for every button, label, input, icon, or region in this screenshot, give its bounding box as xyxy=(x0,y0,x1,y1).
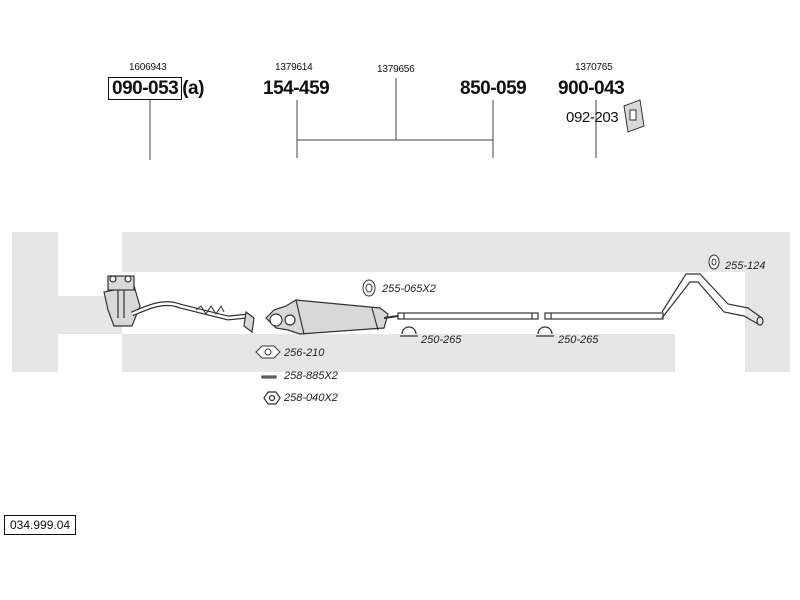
rear-mount-bracket xyxy=(623,99,645,133)
gasket-icon xyxy=(255,345,281,359)
tail-pipe xyxy=(661,273,764,326)
watermark-logo xyxy=(12,232,790,372)
fitting-label: 250-265 xyxy=(421,334,462,346)
fitting-label: 256-210 xyxy=(284,347,325,359)
middle-silencer xyxy=(265,299,399,335)
fitting-label: 258-885X2 xyxy=(284,370,338,382)
part-code-suffix: (a) xyxy=(182,78,204,99)
part-code-label: 900-043 xyxy=(558,78,625,99)
part-code-boxed: 090-053 xyxy=(108,77,183,100)
rubber-ring-icon xyxy=(708,254,720,270)
leader-lines xyxy=(149,78,597,160)
fitting-label: 255-065X2 xyxy=(382,283,436,295)
clamp-icon-1 xyxy=(400,326,418,337)
part-number-label: 1379614 xyxy=(275,62,313,73)
clamp-icon-2 xyxy=(536,326,554,337)
fitting-label: 258-040X2 xyxy=(284,392,338,404)
part-number-label: 1379656 xyxy=(377,64,415,75)
rubber-mount-icon xyxy=(362,279,376,297)
part-code-label: 850-059 xyxy=(460,78,527,99)
part-code-label: 154-459 xyxy=(263,78,330,99)
fitting-label: 255-124 xyxy=(725,260,766,272)
part-number-label: 1606943 xyxy=(129,62,167,73)
intermediate-pipes xyxy=(397,312,664,320)
catalytic-converter xyxy=(103,275,255,334)
reference-number: 034.999.04 xyxy=(4,515,77,535)
nut-icon xyxy=(263,391,281,405)
part-code-label: 092-203 xyxy=(566,109,619,126)
part-number-label: 1370765 xyxy=(575,62,613,73)
part-code-label: 090-053(a) xyxy=(108,77,204,100)
fitting-label: 250-265 xyxy=(558,334,599,346)
bolt-icon xyxy=(261,375,277,379)
